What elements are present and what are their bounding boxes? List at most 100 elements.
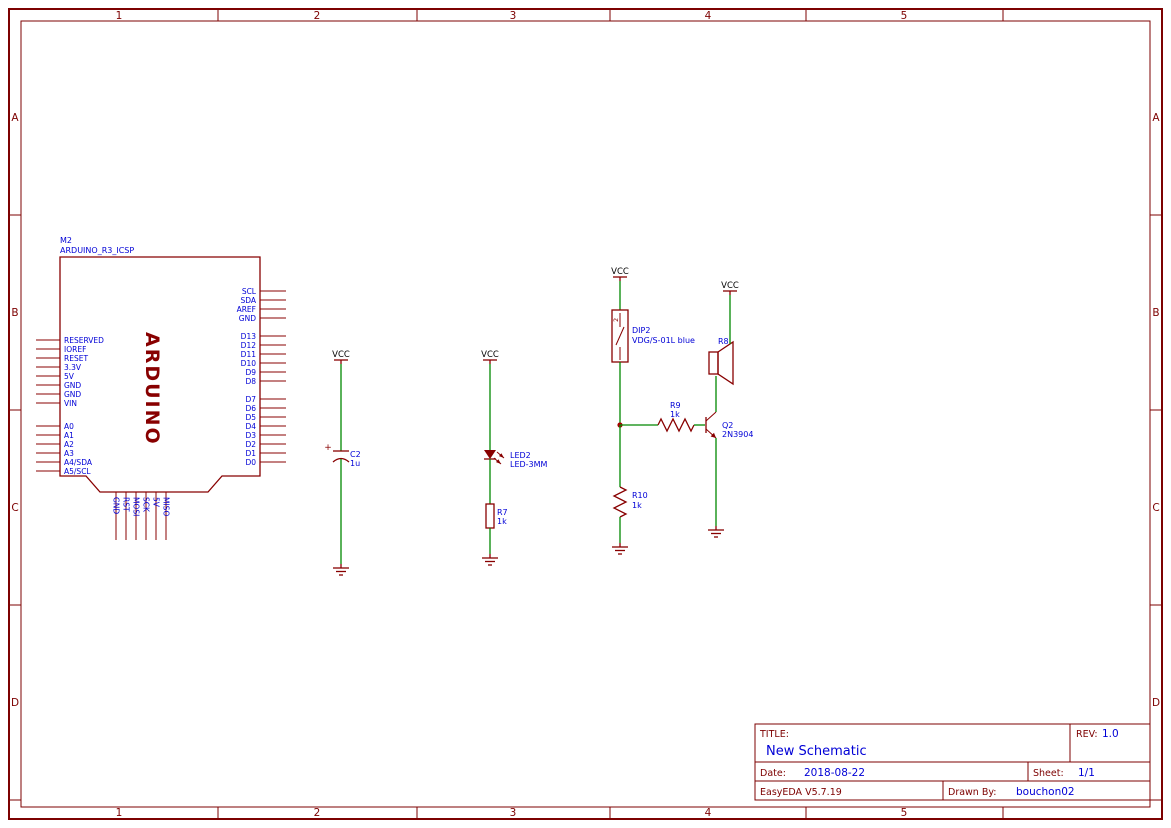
component-value[interactable]: ARDUINO_R3_ICSP <box>60 246 134 255</box>
cap-plate-bottom[interactable] <box>332 457 350 463</box>
frame-col-label: 1 <box>116 10 123 22</box>
component-value[interactable]: 1k <box>497 517 507 526</box>
pin-label: D7 <box>245 395 256 404</box>
rev-value[interactable]: 1.0 <box>1102 728 1119 740</box>
pin-label: D1 <box>245 449 256 458</box>
speaker-body[interactable] <box>708 351 719 375</box>
component-value[interactable]: 1u <box>350 459 360 468</box>
date-value[interactable]: 2018-08-22 <box>804 767 865 779</box>
arduino-left-pins[interactable]: RESERVED IOREF RESET 3.3V 5V GND GND VIN… <box>36 336 104 476</box>
pin-label: IOREF <box>64 345 86 354</box>
component-capacitor-c2[interactable]: + C2 1u <box>324 443 360 468</box>
component-resistor-r9[interactable]: R9 1k <box>657 401 695 433</box>
frame-inner-border <box>20 20 1151 808</box>
pin-label: D10 <box>241 359 257 368</box>
component-resistor-r10[interactable]: R10 1k <box>612 486 648 518</box>
pin-label: GND <box>64 390 81 399</box>
drawn-by-label: Drawn By: <box>948 787 997 798</box>
frame-col-label: 2 <box>314 807 321 819</box>
frame-row-label: A <box>11 112 19 124</box>
pin-number: 2 <box>612 318 620 322</box>
pin-label: A0 <box>64 422 74 431</box>
resistor-zigzag[interactable] <box>612 486 628 518</box>
frame-row-labels: A B C D A B C D <box>11 112 1160 709</box>
pin-label: D5 <box>245 413 256 422</box>
pin-label: A3 <box>64 449 74 458</box>
speaker-horn-icon[interactable] <box>717 340 734 386</box>
frame-col-label: 4 <box>705 807 712 819</box>
frame-col-label: 1 <box>116 807 123 819</box>
pin-label: D0 <box>245 458 256 467</box>
net-flag-vcc-speaker[interactable]: VCC <box>721 281 739 295</box>
frame-row-label: D <box>1152 697 1160 709</box>
net-flag-gnd-r10[interactable] <box>612 543 628 555</box>
frame-col-label: 5 <box>901 807 908 819</box>
pin-label: D11 <box>241 350 257 359</box>
component-resistor-r7[interactable]: R7 1k <box>485 503 508 529</box>
pin-label: VIN <box>64 399 77 408</box>
pin-label: D2 <box>245 440 256 449</box>
led-triangle-icon[interactable] <box>484 450 496 459</box>
pin-label: A5/SCL <box>64 467 91 476</box>
frame-col-label: 4 <box>705 10 712 22</box>
component-ref[interactable]: R9 <box>670 401 681 410</box>
net-flag-gnd-c2[interactable] <box>333 564 349 576</box>
polarity-plus-icon: + <box>324 443 332 453</box>
sheet-label: Sheet: <box>1033 768 1064 779</box>
schematic-title[interactable]: New Schematic <box>766 744 867 759</box>
component-value[interactable]: VDG/S-01L blue <box>632 336 695 345</box>
pin-label: D4 <box>245 422 256 431</box>
sheet-value[interactable]: 1/1 <box>1078 767 1095 779</box>
pin-label: D8 <box>245 377 256 386</box>
sheet-frame: 1 2 3 4 5 1 2 3 4 5 A B C D A B C D <box>8 8 1163 820</box>
component-value[interactable]: LED-3MM <box>510 460 548 469</box>
emitter-arrow-icon <box>710 432 716 438</box>
date-label: Date: <box>760 768 786 779</box>
net-flag-vcc-c2[interactable]: VCC <box>332 350 350 364</box>
resistor-body[interactable] <box>485 503 495 529</box>
pin-label: RESERVED <box>64 336 104 345</box>
pin-label: 5V <box>64 372 75 381</box>
arduino-bottom-pins[interactable]: GND RST MOSI SCK 5V MISO <box>112 492 171 540</box>
pin-label: GND <box>112 497 121 514</box>
net-flag-gnd-q2[interactable] <box>708 526 724 538</box>
pin-label: AREF <box>237 305 256 314</box>
component-ref[interactable]: LED2 <box>510 451 531 460</box>
pin-label: A4/SDA <box>64 458 93 467</box>
frame-outer-border <box>8 8 1163 820</box>
component-transistor-q2[interactable]: Q2 2N3904 <box>705 411 753 439</box>
frame-col-label: 5 <box>901 10 908 22</box>
component-ref[interactable]: DIP2 <box>632 326 650 335</box>
component-ref[interactable]: R7 <box>497 508 508 517</box>
net-flag-gnd-led[interactable] <box>482 554 498 566</box>
frame-row-label: B <box>1152 307 1159 319</box>
component-ref[interactable]: Q2 <box>722 421 733 430</box>
pin-label: 3.3V <box>64 363 82 372</box>
led-arrowhead <box>499 453 504 458</box>
pin-label: SCK <box>142 497 151 513</box>
component-value[interactable]: 2N3904 <box>722 430 753 439</box>
component-value[interactable]: 1k <box>670 410 680 419</box>
resistor-zigzag[interactable] <box>657 417 695 433</box>
pin-label: D3 <box>245 431 256 440</box>
component-ref[interactable]: M2 <box>60 236 72 245</box>
transistor-collector <box>705 411 717 422</box>
component-arduino[interactable]: M2 ARDUINO_R3_ICSP ARDUINO RESERVED IORE… <box>36 236 286 540</box>
component-ref[interactable]: R8 <box>718 337 729 346</box>
title-label: TITLE: <box>759 729 789 740</box>
component-speaker-r8[interactable]: R8 <box>708 337 734 386</box>
pin-label: MISO <box>162 497 171 516</box>
net-flag-vcc-dip[interactable]: VCC <box>611 267 629 281</box>
arduino-right-pins[interactable]: SCL SDA AREF GND D13 D12 D11 D10 D9 D8 D… <box>237 287 286 467</box>
component-led2[interactable]: LED2 LED-3MM <box>484 450 548 469</box>
drawn-by-value[interactable]: bouchon02 <box>1016 786 1075 798</box>
component-ref[interactable]: C2 <box>350 450 361 459</box>
component-value[interactable]: 1k <box>632 501 642 510</box>
frame-row-label: C <box>11 502 18 514</box>
component-dip-switch[interactable]: 2 DIP2 VDG/S-01L blue <box>611 309 695 363</box>
component-ref[interactable]: R10 <box>632 491 648 500</box>
vcc-label: VCC <box>721 281 739 291</box>
arduino-body[interactable] <box>59 256 261 493</box>
net-flag-vcc-led[interactable]: VCC <box>481 350 499 364</box>
